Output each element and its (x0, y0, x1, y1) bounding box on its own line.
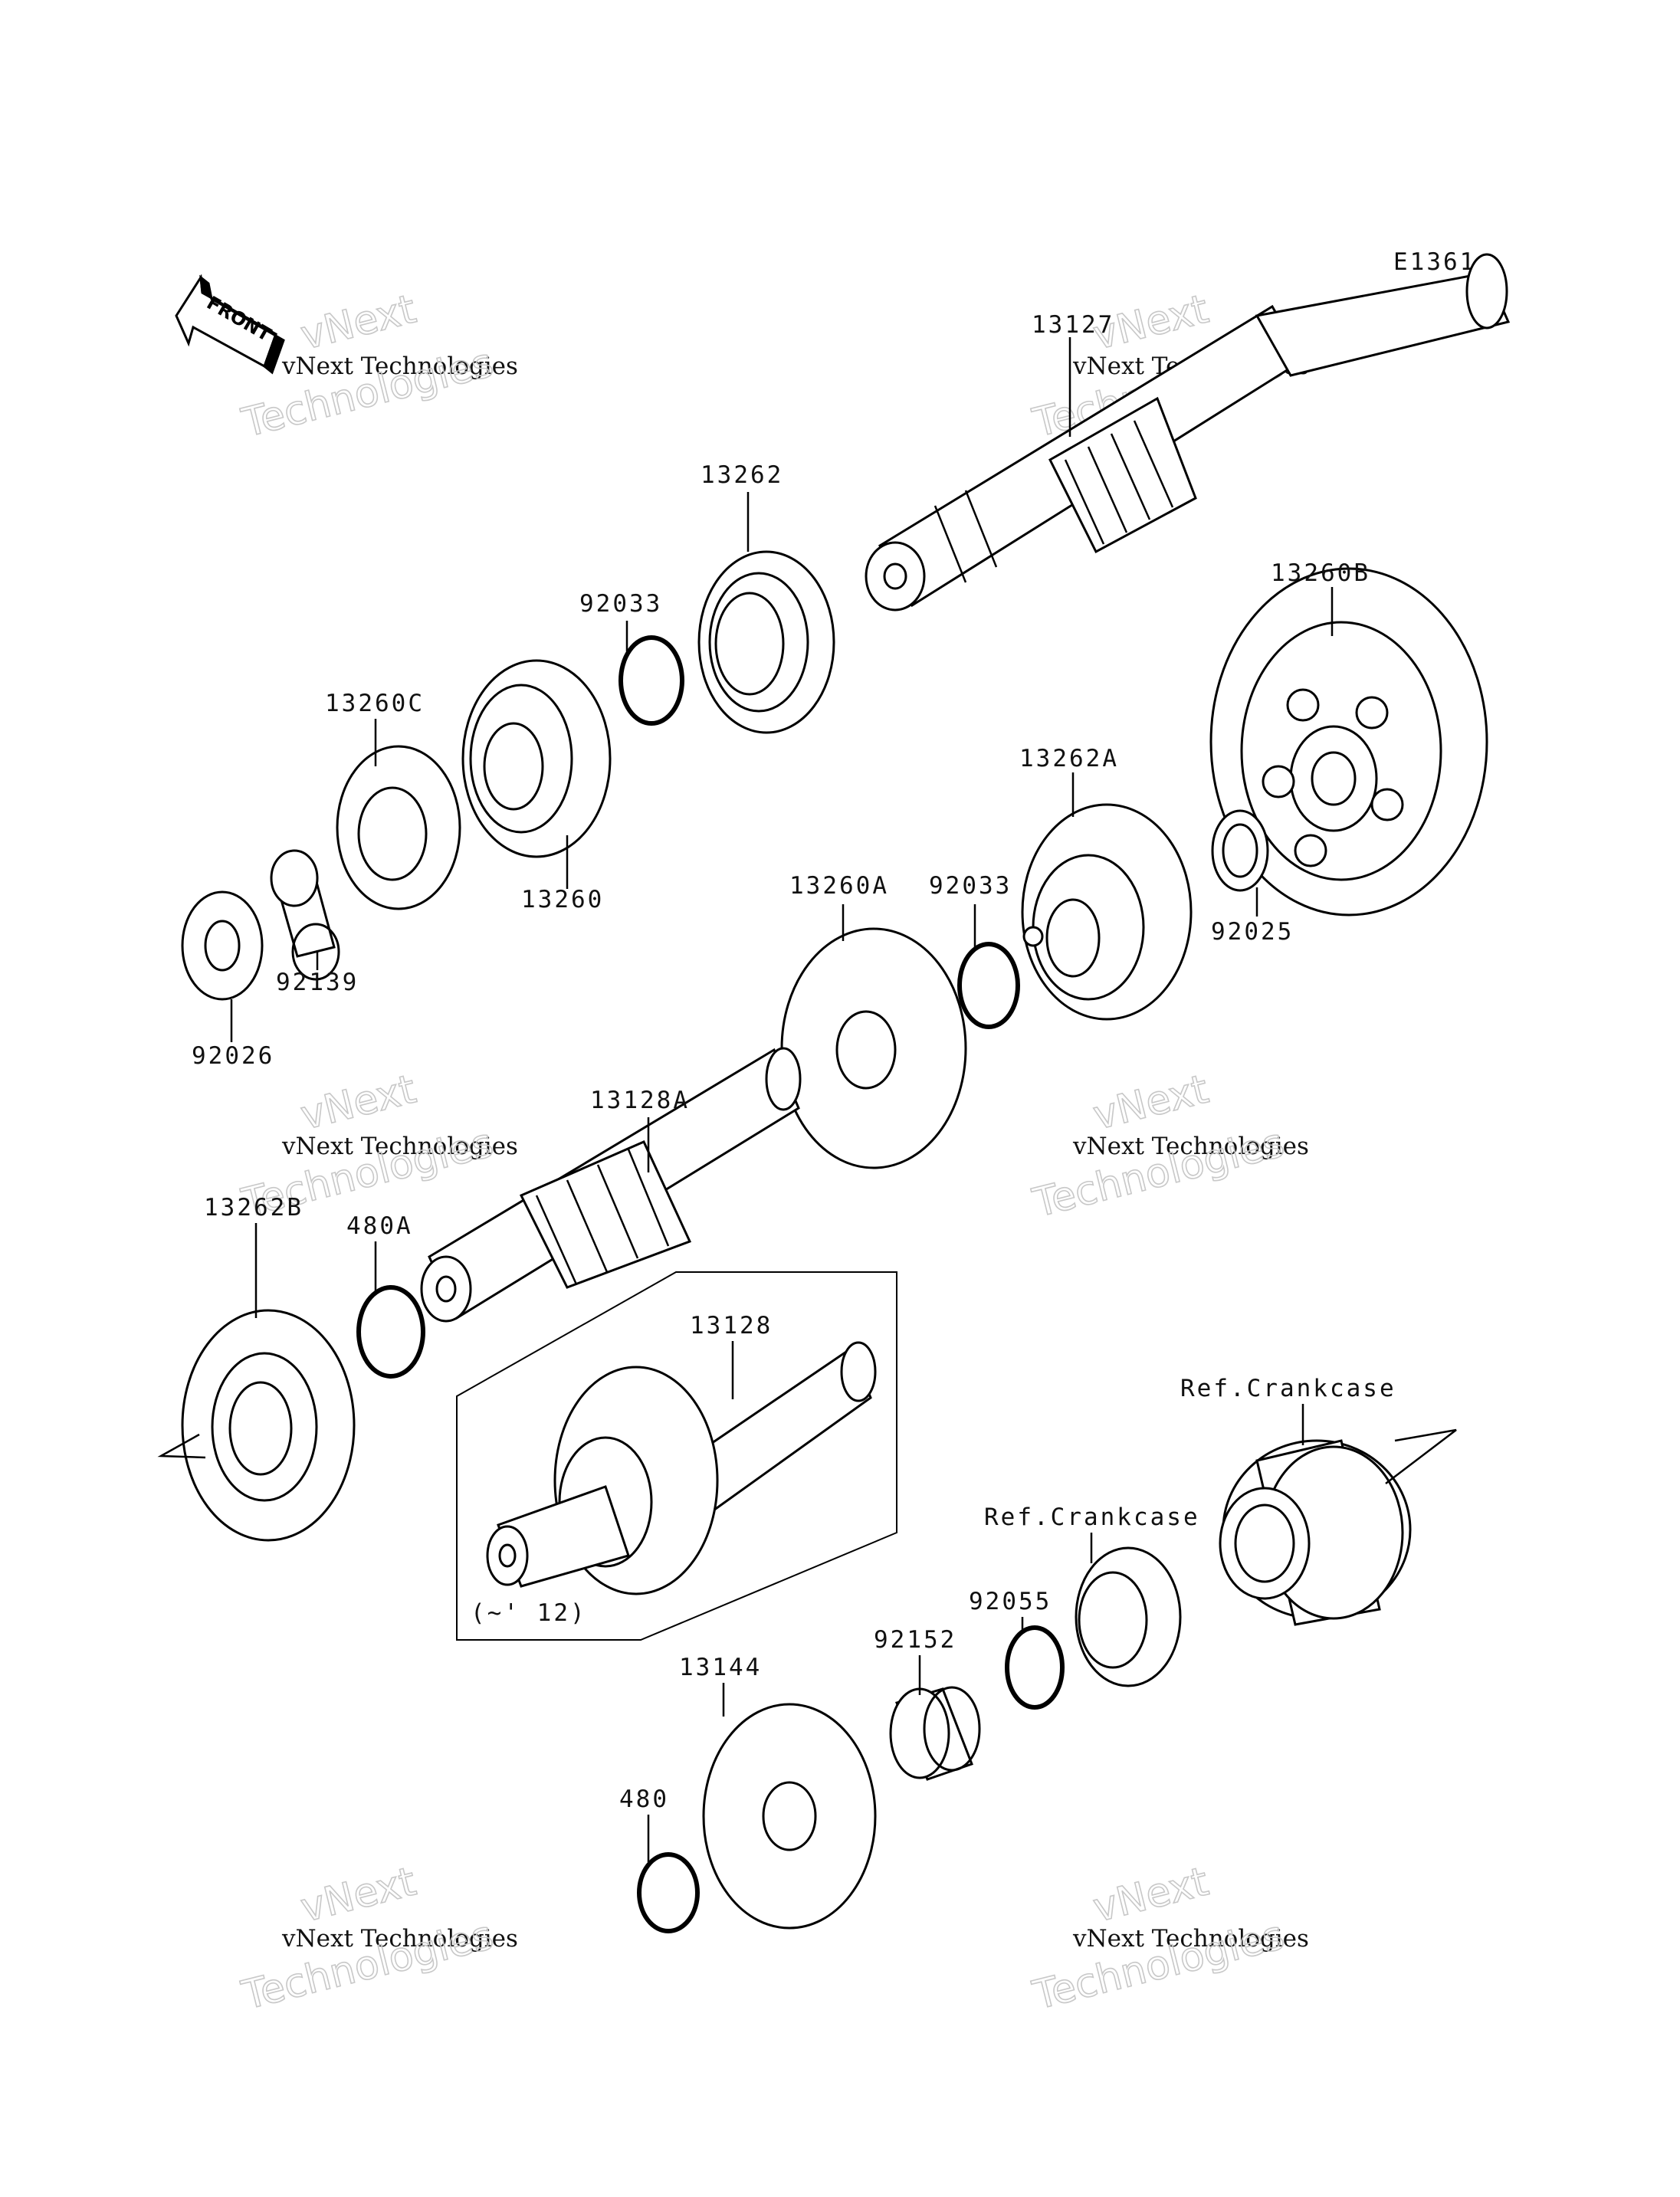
svg-text:vNext: vNext (297, 1859, 421, 1932)
gear-13260A (780, 927, 967, 1169)
label-92026: 92026 (192, 1042, 274, 1070)
svg-text:vNext: vNext (297, 1067, 421, 1139)
circlip-92033-lower (957, 942, 1020, 1029)
shaft-teeth (1048, 396, 1197, 554)
variant-note: (~' 12) (471, 1599, 587, 1627)
label-92033a: 92033 (579, 590, 662, 618)
collar-92152 (889, 1686, 981, 1781)
label-13128A: 13128A (590, 1087, 690, 1114)
bushing-92139 (270, 849, 340, 981)
label-13262A: 13262A (1019, 745, 1119, 772)
label-13262: 13262 (701, 461, 783, 489)
svg-text:vNext Technologies: vNext Technologies (281, 1925, 518, 1953)
label-480: 480 (619, 1785, 669, 1813)
label-ref-crankcase-bearing: Ref.Crankcase (1180, 1375, 1396, 1402)
diagram-code: E1361 (1393, 248, 1476, 276)
label-13127: 13127 (1032, 311, 1114, 339)
bearing-ref-crankcase (1219, 1428, 1457, 1626)
output-shaft-13128 (486, 1341, 877, 1595)
svg-text:vNext Technologies: vNext Technologies (281, 353, 518, 380)
label-13260C: 13260C (325, 690, 425, 717)
label-13144: 13144 (679, 1654, 762, 1681)
gear-13262A (1021, 803, 1193, 1021)
gear-13262B (157, 1309, 356, 1542)
label-480A: 480A (346, 1212, 413, 1240)
label-92033b: 92033 (929, 872, 1012, 900)
watermark-top-left: vNext Technologies vNext Technologies (237, 286, 518, 448)
oil-seal-ref-crankcase (1075, 1546, 1182, 1687)
watermark-middle-right: vNext Technologies vNext Technologies (1028, 1066, 1309, 1228)
label-13260B: 13260B (1271, 559, 1370, 587)
inset-box-13128: (~' 12) (456, 1271, 897, 1641)
svg-text:vNext: vNext (1089, 1859, 1213, 1932)
gear-13260B (1209, 567, 1488, 917)
svg-text:vNext Technologies: vNext Technologies (281, 1133, 518, 1160)
sprocket-13144 (702, 1703, 877, 1930)
output-shaft-13128A (420, 1047, 802, 1323)
svg-text:vNext: vNext (1089, 1067, 1213, 1139)
label-ref-crankcase-seal: Ref.Crankcase (984, 1503, 1200, 1531)
washer-92025 (1211, 809, 1269, 892)
label-13262B: 13262B (204, 1194, 304, 1221)
gear-13262 (697, 550, 835, 734)
label-92152: 92152 (874, 1626, 956, 1654)
front-arrow-icon: FRONT (175, 274, 285, 375)
input-shaft-13127 (865, 253, 1511, 612)
gear-13260C (336, 745, 461, 910)
o-ring-92055 (1005, 1625, 1065, 1710)
label-13128: 13128 (690, 1312, 773, 1340)
label-92055: 92055 (969, 1588, 1052, 1615)
svg-text:vNext: vNext (297, 287, 421, 359)
circlip-92033-upper (619, 635, 684, 726)
gear-13260 (461, 659, 612, 858)
label-13260: 13260 (521, 886, 604, 913)
part-labels: 13127 13262 92033 13260C 13260 92139 920… (192, 311, 1396, 1813)
label-13260A: 13260A (789, 872, 889, 900)
washer-92026 (181, 890, 264, 1001)
svg-text:vNext Technologies: vNext Technologies (1072, 1925, 1309, 1953)
leader-lines (230, 337, 1334, 1862)
circlip-480A (356, 1285, 425, 1379)
circlip-480 (637, 1852, 700, 1933)
label-92025: 92025 (1211, 918, 1294, 946)
watermark-bottom-left: vNext Technologies vNext Technologies (237, 1858, 518, 2020)
svg-text:vNext Technologies: vNext Technologies (1072, 1133, 1309, 1160)
watermark-bottom-right: vNext Technologies vNext Technologies (1028, 1858, 1309, 2020)
label-92139: 92139 (276, 969, 359, 996)
